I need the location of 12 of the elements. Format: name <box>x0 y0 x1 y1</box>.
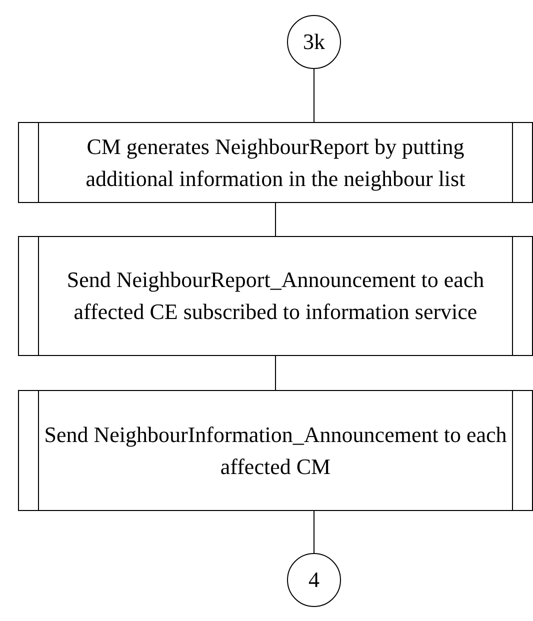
predefined-process-box <box>18 122 533 203</box>
connector-label: 3k <box>303 28 325 56</box>
predefined-process-box <box>18 236 533 356</box>
connector-line <box>275 356 276 390</box>
connector-circle <box>287 15 341 69</box>
connector-circle <box>287 553 341 607</box>
connector-label: 4 <box>308 566 320 594</box>
process-text: Send NeighbourReport_Announcement to each affected CE subscribed to information service <box>66 266 486 326</box>
connector-line <box>275 202 276 236</box>
process-text: CM generates NeighbourReport by putting additional information in the neighbour list <box>84 132 466 193</box>
process-text: Send NeighbourInformation_Announcement to each affected CM <box>43 420 508 480</box>
predefined-process-box <box>18 390 533 511</box>
